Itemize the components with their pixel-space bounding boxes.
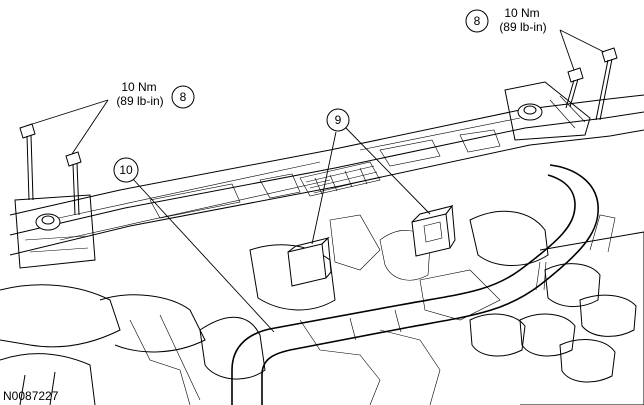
- torque-callout-left: 8 10 Nm (89 lb-in): [116, 80, 195, 109]
- coolant-hose: [231, 164, 599, 405]
- torque-callout-right: 8 10 Nm (89 lb-in): [465, 6, 547, 34]
- bolt-left-inner: [65, 151, 82, 216]
- torque-right-imperial: (89 lb-in): [499, 20, 546, 34]
- bolt-right-inner: [565, 67, 584, 109]
- torque-left-number: 8: [180, 90, 187, 104]
- radiator-support-crossmember: [9, 94, 644, 256]
- torque-right-number: 8: [474, 14, 481, 28]
- engine-components: [0, 210, 644, 405]
- bolt-left-outer: [19, 123, 36, 201]
- figure-reference: N0087227: [3, 389, 59, 403]
- module-right: [411, 204, 456, 257]
- item-9-callout: 9: [326, 108, 350, 132]
- item-10-callout: 10: [113, 157, 139, 183]
- module-left: [287, 236, 332, 287]
- leader-lines: [25, 29, 605, 333]
- left-mounting-bracket: [14, 194, 96, 269]
- bolt-right-outer: [595, 47, 618, 121]
- right-mounting-bracket: [504, 81, 591, 141]
- item-10-number: 10: [119, 163, 133, 177]
- torque-right-value: 10 Nm: [504, 6, 539, 20]
- torque-left-imperial: (89 lb-in): [116, 94, 163, 108]
- item-9-number: 9: [335, 113, 342, 127]
- torque-left-value: 10 Nm: [121, 80, 156, 94]
